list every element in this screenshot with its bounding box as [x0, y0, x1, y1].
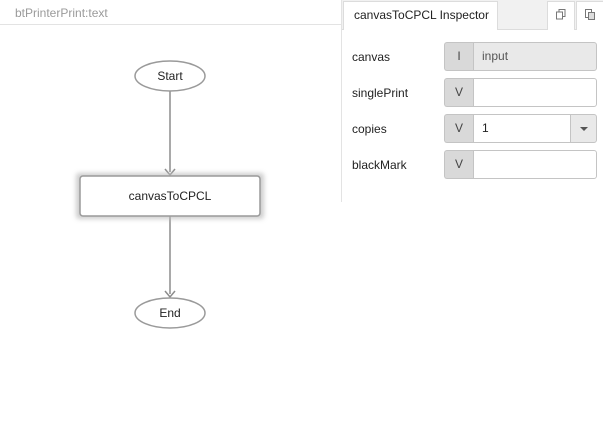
type-toggle-blackmark[interactable]: V [444, 150, 473, 179]
inspector-panel: canvasToCPCL Inspector [341, 0, 603, 202]
blackmark-value-field[interactable] [473, 150, 597, 179]
action-node-canvastocpcl[interactable]: canvasToCPCL [76, 173, 264, 219]
arrowhead-end [164, 290, 176, 299]
canvas-value-field[interactable]: input [473, 42, 597, 71]
inspector-fields: canvas I input singlePrint V copies V 1 … [342, 40, 603, 184]
copies-select[interactable]: 1 [473, 114, 570, 143]
type-toggle-copies[interactable]: V [444, 114, 473, 143]
paste-icon [585, 7, 595, 25]
singleprint-value-field[interactable] [473, 78, 597, 107]
flow-header: btPrinterPrint:text [0, 0, 341, 25]
end-node-label: End [159, 306, 180, 320]
flow-title: btPrinterPrint:text [15, 6, 108, 20]
type-toggle-singleprint[interactable]: V [444, 78, 473, 107]
field-row-copies: copies V 1 [342, 112, 603, 148]
chevron-down-icon [579, 126, 588, 131]
tab-inspector[interactable]: canvasToCPCL Inspector [343, 1, 498, 30]
field-label-canvas: canvas [352, 50, 391, 64]
start-node-label: Start [157, 69, 183, 83]
start-node[interactable]: Start [134, 60, 206, 92]
field-label-singleprint: singlePrint [352, 86, 409, 100]
field-row-singleprint: singlePrint V [342, 76, 603, 112]
copy-icon [556, 7, 566, 25]
end-node[interactable]: End [134, 297, 206, 329]
flow-canvas[interactable]: Start canvasToCPCL End [0, 26, 341, 422]
field-label-blackmark: blackMark [352, 158, 407, 172]
type-toggle-canvas[interactable]: I [444, 42, 473, 71]
field-row-blackmark: blackMark V [342, 148, 603, 184]
flow-diagram: Start canvasToCPCL End [76, 60, 264, 329]
paste-button[interactable] [576, 1, 603, 30]
field-row-canvas: canvas I input [342, 40, 603, 76]
action-node-label: canvasToCPCL [129, 189, 212, 203]
copies-dropdown-button[interactable] [570, 114, 597, 143]
field-label-copies: copies [352, 122, 387, 136]
inspector-tab-strip: canvasToCPCL Inspector [342, 0, 603, 30]
copy-button[interactable] [547, 1, 575, 30]
